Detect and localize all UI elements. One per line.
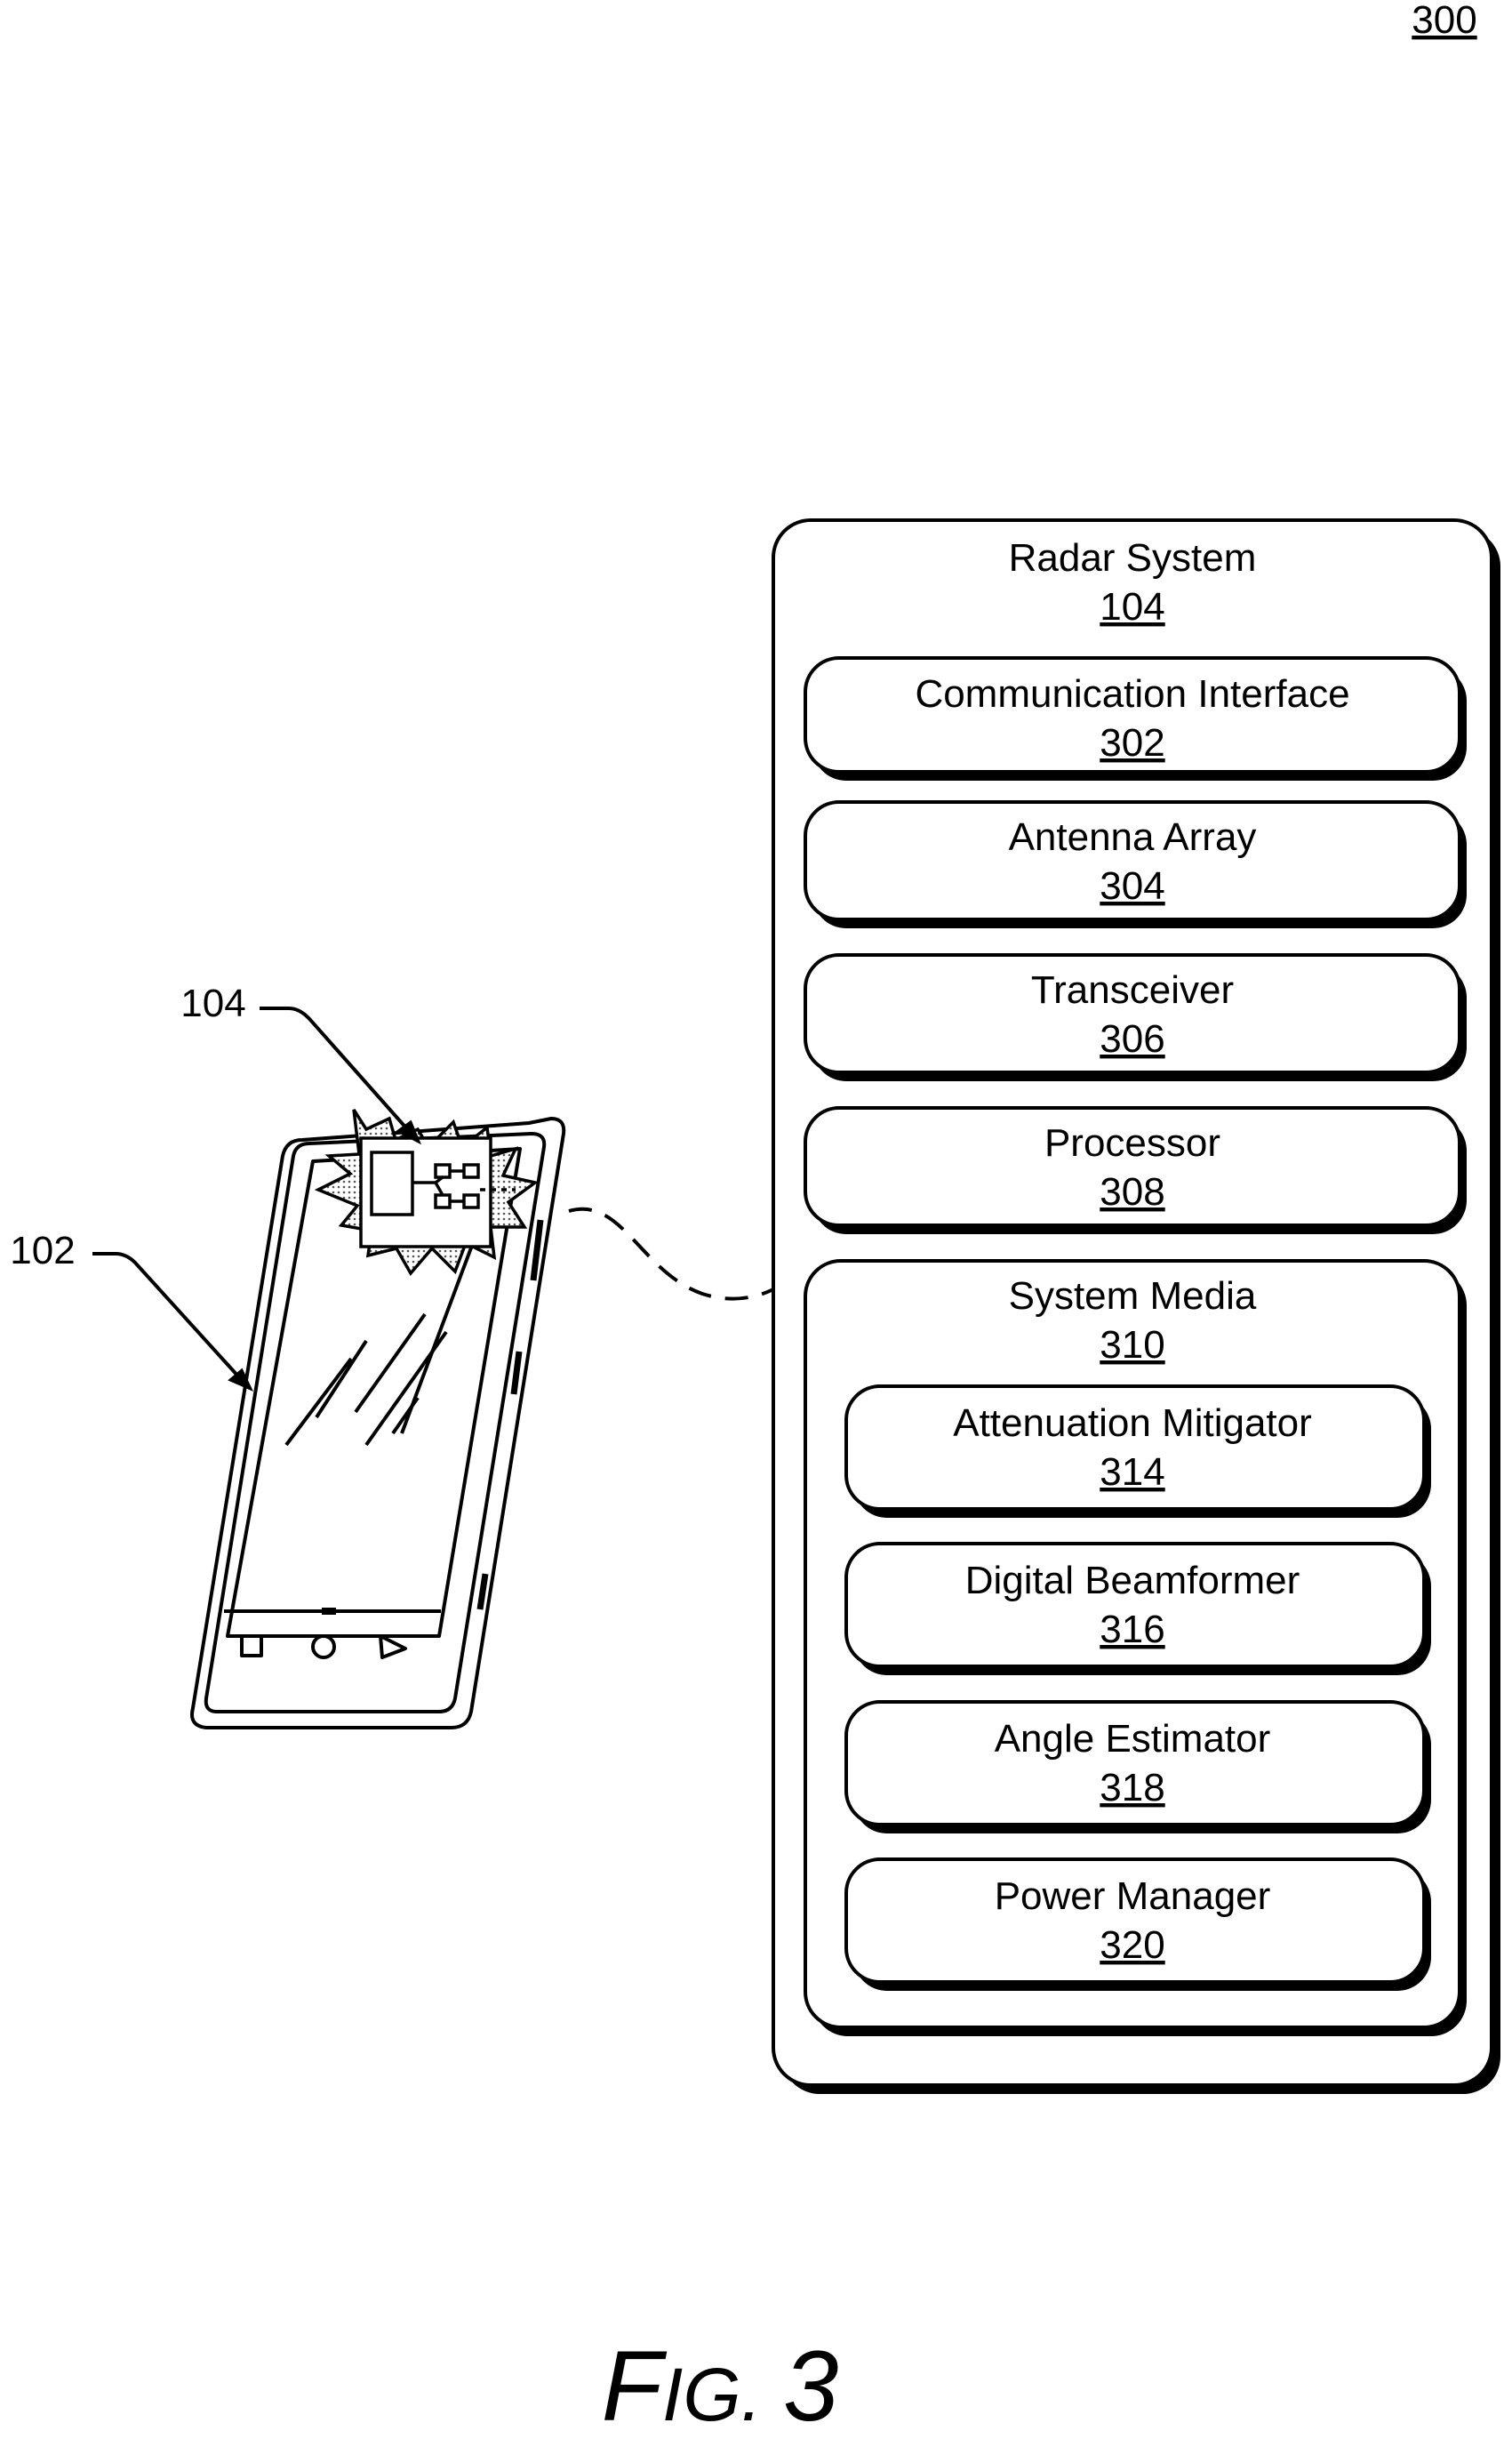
figure-caption-abbrev: IG.	[662, 2353, 762, 2436]
component-communication-interface: Communication Interface 302	[805, 658, 1467, 781]
component-processor: Processor 308	[805, 1108, 1467, 1234]
module-attenuation-mitigator: Attenuation Mitigator 314	[846, 1386, 1431, 1518]
component-title: Transceiver	[1031, 968, 1234, 1012]
module-number: 314	[1100, 1450, 1164, 1494]
module-title: Digital Beamformer	[965, 1559, 1300, 1602]
component-title: Antenna Array	[1009, 815, 1257, 859]
component-number: 302	[1100, 721, 1164, 765]
module-angle-estimator: Angle Estimator 318	[846, 1702, 1431, 1833]
dashed-connector	[569, 1209, 773, 1299]
leader-label-104: 104	[180, 982, 419, 1142]
system-media-title: System Media	[1009, 1274, 1257, 1318]
module-number: 316	[1100, 1608, 1164, 1651]
figure-caption-prefix: F	[602, 2331, 668, 2442]
radar-system-number: 104	[1100, 585, 1164, 629]
module-title: Attenuation Mitigator	[953, 1401, 1312, 1445]
figure-reference-number: 300	[1412, 0, 1476, 42]
radar-system-title: Radar System	[1009, 536, 1257, 580]
module-title: Angle Estimator	[995, 1717, 1271, 1761]
module-digital-beamformer: Digital Beamformer 316	[846, 1544, 1431, 1675]
component-number: 306	[1100, 1017, 1164, 1061]
system-media-number: 310	[1100, 1323, 1164, 1367]
component-number: 304	[1100, 864, 1164, 908]
component-title: Processor	[1044, 1121, 1220, 1165]
leader-label-102: 102	[10, 1229, 251, 1389]
component-number: 308	[1100, 1170, 1164, 1214]
figure-caption-number: 3	[783, 2331, 838, 2442]
device-label: 102	[10, 1229, 75, 1272]
component-antenna-array: Antenna Array 304	[805, 802, 1467, 928]
component-transceiver: Transceiver 306	[805, 955, 1467, 1081]
figure-caption: FIG. 3	[602, 2331, 839, 2442]
module-number: 320	[1100, 1923, 1164, 1967]
module-title: Power Manager	[995, 1874, 1271, 1918]
module-power-manager: Power Manager 320	[846, 1859, 1431, 1991]
radar-label: 104	[180, 982, 245, 1025]
module-number: 318	[1100, 1766, 1164, 1809]
component-title: Communication Interface	[915, 672, 1349, 716]
